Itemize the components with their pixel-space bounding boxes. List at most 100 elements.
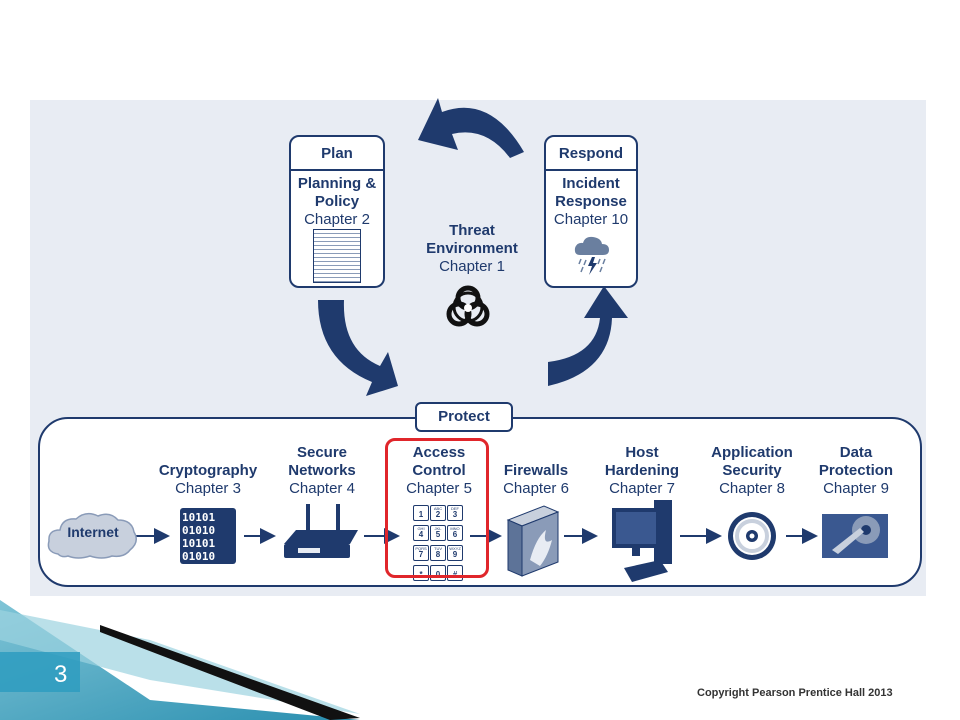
- firewalls-label: Firewalls Chapter 6: [492, 444, 580, 498]
- application-security-name-line2: Security: [722, 462, 782, 479]
- internet-label: Internet: [67, 524, 119, 540]
- policy-document-icon: [313, 229, 361, 283]
- host-hardening-name-line1: Host: [625, 444, 659, 461]
- router-icon: [284, 504, 358, 558]
- access-control-label: Access Control Chapter 5: [395, 444, 483, 498]
- key-digit: 3: [452, 510, 458, 519]
- svg-text:01010: 01010: [182, 550, 215, 563]
- application-security-chapter: Chapter 8: [719, 480, 785, 497]
- keypad-key-0: 0: [430, 565, 446, 581]
- threat-title-line2: Environment: [426, 240, 518, 257]
- plan-header: Plan: [291, 137, 383, 171]
- hard-drive-icon: [822, 514, 888, 558]
- keypad-key-star: *: [413, 565, 429, 581]
- key-digit: *: [419, 570, 423, 579]
- access-control-name-line1: Access: [412, 444, 466, 461]
- key-letters: JKL: [434, 526, 442, 531]
- svg-text:10101: 10101: [182, 537, 215, 550]
- key-letters: GHI: [417, 526, 425, 531]
- access-control-name-line2: Control: [412, 462, 466, 479]
- key-digit: 6: [452, 530, 458, 539]
- computer-icon: [612, 500, 672, 582]
- firewalls-chapter: Chapter 6: [503, 480, 569, 497]
- respond-title-line1: Incident: [562, 175, 620, 192]
- plan-title-line1: Planning &: [297, 175, 377, 192]
- key-digit: 1: [418, 510, 424, 519]
- svg-text:10101: 10101: [182, 511, 215, 524]
- cryptography-name-line2: Cryptography: [158, 462, 258, 479]
- data-protection-label: Data Protection Chapter 9: [810, 444, 902, 498]
- left-cycle-arrow: [318, 300, 398, 396]
- black-swoosh: [100, 625, 360, 720]
- key-digit: 8: [435, 550, 441, 559]
- teal-swoosh: [0, 600, 360, 720]
- data-protection-name-line2: Protection: [818, 462, 894, 479]
- key-digit: #: [452, 570, 458, 579]
- respond-title-line2: Response: [555, 193, 627, 210]
- plan-box: Plan Planning & Policy Chapter 2: [289, 135, 385, 288]
- right-cycle-arrow: [548, 286, 628, 386]
- storm-cloud-icon: [574, 236, 609, 275]
- plan-chapter: Chapter 2: [304, 211, 370, 228]
- firewalls-name-line2: Firewalls: [503, 462, 569, 479]
- threat-environment-label: Threat Environment Chapter 1: [420, 222, 524, 276]
- data-protection-chapter: Chapter 9: [823, 480, 889, 497]
- cryptography-chapter: Chapter 3: [175, 480, 241, 497]
- internet-cloud-icon: [47, 512, 137, 559]
- key-letters: DEF: [451, 506, 459, 511]
- biohazard-icon: [446, 285, 490, 327]
- respond-box: Respond Incident Response Chapter 10: [544, 135, 638, 288]
- firewall-icon: [506, 505, 560, 577]
- keypad-key-hash: #: [447, 565, 463, 581]
- secure-networks-chapter: Chapter 4: [289, 480, 355, 497]
- key-digit: 2: [435, 510, 441, 519]
- copyright-notice: Copyright Pearson Prentice Hall 2013: [697, 687, 893, 699]
- key-letters: TUV: [434, 546, 442, 551]
- slide-number-box: [0, 652, 80, 692]
- cd-disc-icon: [728, 512, 776, 560]
- access-control-highlight: [385, 438, 489, 578]
- key-digit: 4: [418, 530, 424, 539]
- top-cycle-arrow: [418, 98, 524, 158]
- key-letters: ABC: [433, 506, 443, 511]
- key-letters: WXYZ: [449, 546, 461, 551]
- secure-networks-label: Secure Networks Chapter 4: [278, 444, 366, 498]
- keypad-key-1: 1: [413, 505, 429, 521]
- key-letters: PQRS: [415, 546, 427, 551]
- data-protection-name-line1: Data: [839, 444, 873, 461]
- application-security-label: Application Security Chapter 8: [702, 444, 802, 498]
- key-digit: 5: [435, 530, 441, 539]
- secure-networks-name-line1: Secure: [296, 444, 348, 461]
- cryptography-label: Cryptography Chapter 3: [148, 444, 268, 498]
- key-digit: 0: [435, 570, 441, 579]
- plan-title-line2: Policy: [314, 193, 360, 210]
- key-letters: MNO: [450, 526, 460, 531]
- threat-chapter: Chapter 1: [439, 258, 505, 275]
- threat-title-line1: Threat: [449, 222, 495, 239]
- respond-chapter: Chapter 10: [553, 211, 629, 228]
- host-hardening-name-line2: Hardening: [604, 462, 680, 479]
- binary-code-icon: 10101 01010 10101 01010: [180, 508, 236, 564]
- key-digit: 9: [452, 550, 458, 559]
- access-control-chapter: Chapter 5: [406, 480, 472, 497]
- host-hardening-chapter: Chapter 7: [609, 480, 675, 497]
- secure-networks-name-line2: Networks: [288, 462, 356, 479]
- application-security-name-line1: Application: [711, 444, 793, 461]
- protect-header: Protect: [438, 408, 490, 425]
- host-hardening-label: Host Hardening Chapter 7: [596, 444, 688, 498]
- slide-number: 3: [54, 661, 68, 688]
- key-digit: 7: [418, 550, 424, 559]
- protect-tab: Protect: [415, 402, 513, 432]
